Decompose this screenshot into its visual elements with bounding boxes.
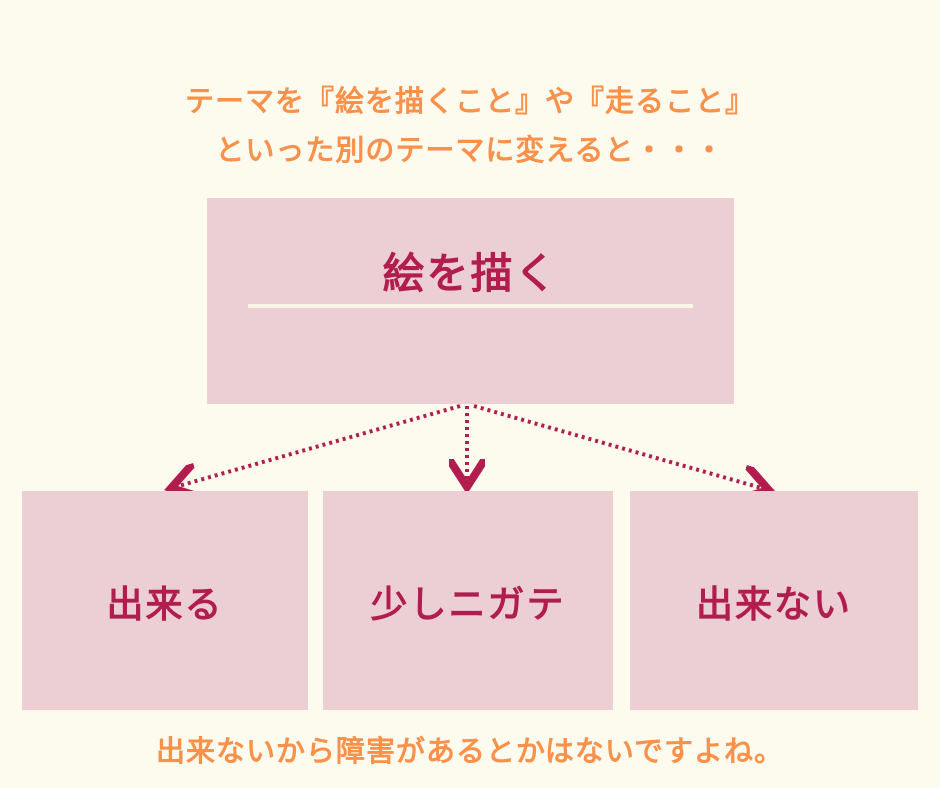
heading-line-1: テーマを『絵を描くこと』や『走ること』 <box>184 86 755 118</box>
child-box-can-do-label: 出来る <box>106 583 224 625</box>
heading-line-2: といった別のテーマに変えると・・・ <box>215 135 725 167</box>
child-box-slightly-weak-label: 少しニガテ <box>370 583 566 625</box>
child-box-can-do: 出来る <box>22 491 308 710</box>
main-topic-label: 絵を描く <box>382 250 559 297</box>
heading-text: テーマを『絵を描くこと』や『走ること』 といった別のテーマに変えると・・・ <box>0 78 940 176</box>
caption-text: 出来ないから障害があるとかはないですよね。 <box>156 736 784 768</box>
arrow-right-icon <box>473 404 765 489</box>
child-box-cannot-do-label: 出来ない <box>696 583 852 625</box>
main-topic-box: 絵を描く <box>207 198 734 404</box>
arrow-left-icon <box>175 404 461 487</box>
main-topic-underline <box>248 304 693 308</box>
child-box-cannot-do: 出来ない <box>630 491 918 710</box>
child-box-slightly-weak: 少しニガテ <box>323 491 613 710</box>
